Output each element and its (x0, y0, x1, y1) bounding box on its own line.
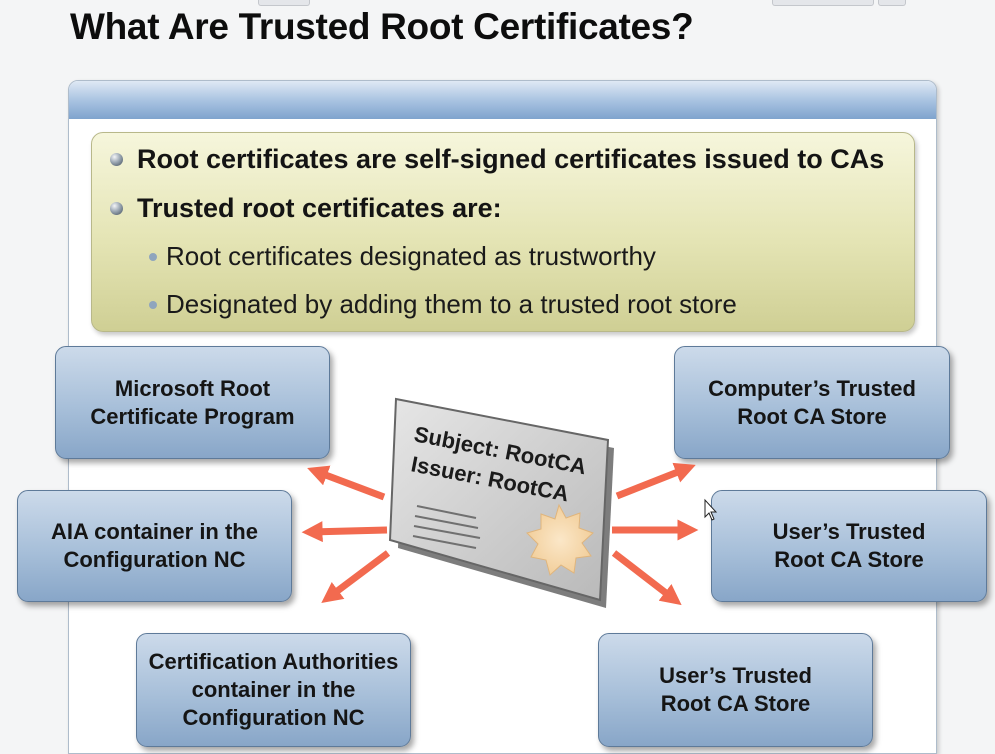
mouse-cursor-icon (704, 498, 718, 521)
arrow-icon (301, 521, 388, 543)
box-label: Certification Authorities container in t… (148, 649, 399, 730)
bullet-callout: Root certificates are self-signed certif… (91, 132, 915, 332)
box-label: AIA container in the Configuration NC (51, 519, 258, 572)
bullet-text: Trusted root certificates are: (137, 193, 502, 223)
arrow-icon (615, 462, 696, 500)
box-label: User’s Trusted Root CA Store (772, 519, 926, 572)
arrow-icon (307, 465, 386, 501)
panel-header-bar (69, 81, 936, 119)
box-label: Microsoft Root Certificate Program (90, 375, 295, 429)
bullet-text: Root certificates designated as trustwor… (166, 241, 656, 271)
toolbar-field (258, 0, 310, 6)
user-trusted-root-store-box: User’s Trusted Root CA Store (711, 490, 987, 602)
bullet-text: Root certificates are self-signed certif… (137, 144, 885, 174)
page-title: What Are Trusted Root Certificates? (70, 6, 694, 47)
arrow-icon (321, 550, 391, 604)
arrow-icon (611, 550, 682, 606)
sub-bullet-item: Designated by adding them to a trusted r… (149, 289, 737, 320)
certificate-icon: Subject: RootCA Issuer: RootCA (388, 397, 614, 608)
box-label: User’s Trusted Root CA Store (659, 663, 812, 716)
computer-trusted-root-store-box: Computer’s Trusted Root CA Store (674, 346, 950, 459)
seal-icon (526, 503, 594, 576)
bullet-item: Trusted root certificates are: (110, 193, 502, 224)
right-arrows (611, 462, 699, 606)
box-label: Computer’s Trusted Root CA Store (708, 375, 916, 429)
microsoft-root-program-box: Microsoft Root Certificate Program (55, 346, 330, 459)
toolbar-button (878, 0, 906, 6)
bullet-text: Designated by adding them to a trusted r… (166, 289, 737, 319)
sub-bullet-icon (149, 300, 157, 309)
aia-container-box: AIA container in the Configuration NC (17, 490, 292, 602)
bullet-icon (110, 202, 123, 215)
sub-bullet-icon (149, 252, 157, 261)
bullet-icon (110, 153, 123, 166)
browser-toolbar-remnant (0, 0, 995, 8)
certification-authorities-container-box: Certification Authorities container in t… (136, 633, 411, 747)
bullet-item: Root certificates are self-signed certif… (110, 144, 884, 175)
sub-bullet-item: Root certificates designated as trustwor… (149, 241, 656, 272)
left-arrows (301, 465, 391, 604)
toolbar-field (772, 0, 874, 6)
